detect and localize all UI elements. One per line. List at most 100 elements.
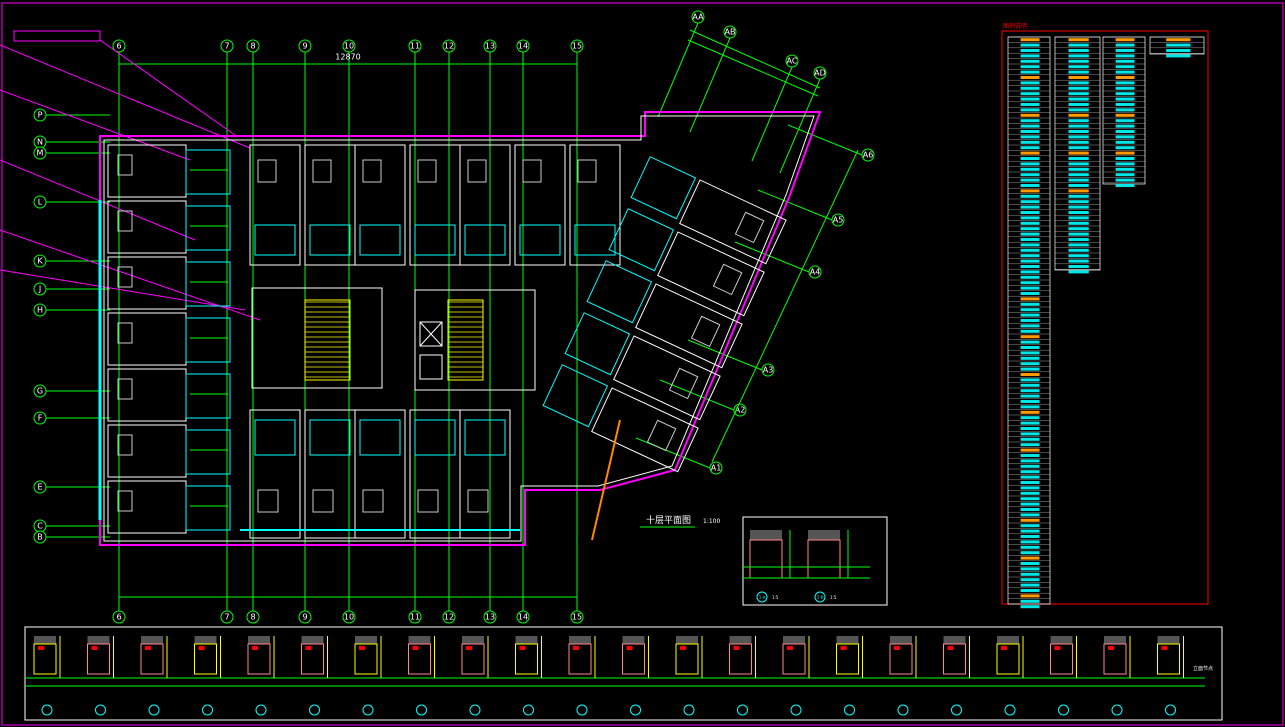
legend-entry [1068,140,1089,144]
section-detail[interactable] [194,636,221,716]
section-detail[interactable] [996,636,1024,716]
legend-entry [1068,248,1089,252]
grid-bubble-top-label: 11 [410,42,420,51]
legend-entry [1020,238,1040,241]
wing-room[interactable] [564,312,721,421]
legend-entry [1068,200,1089,204]
section-detail[interactable] [1103,636,1131,716]
legend-entry [1115,130,1135,133]
legend-entry [1068,265,1089,268]
legend-entry [1068,103,1089,106]
legend-entry [1115,59,1135,63]
section-detail[interactable] [515,636,542,716]
grid-bubble-bottom-label: 6 [116,613,121,622]
room[interactable] [409,409,461,539]
section-marker [1004,704,1016,716]
legend-entry [1020,205,1040,209]
section-detail[interactable] [140,636,168,716]
legend-entry [1115,173,1135,177]
section-detail[interactable] [568,636,596,716]
grid-bubble-diagonal [808,265,822,279]
legend-entry [1068,124,1089,128]
legend-entry [1068,108,1089,112]
room[interactable] [459,144,511,266]
room[interactable] [107,480,187,534]
room[interactable] [249,144,301,266]
section-detail[interactable] [943,636,970,716]
section-marker [630,704,641,716]
section-detail[interactable] [461,636,489,716]
legend-entry [1115,140,1135,144]
legend-entry [1115,146,1135,150]
section-marker [951,704,962,716]
floor-plan[interactable] [98,111,822,546]
room[interactable] [107,368,187,422]
room[interactable] [107,144,187,198]
section-detail[interactable] [87,636,114,716]
room[interactable] [249,409,301,539]
section-detail[interactable] [889,636,917,716]
legend-entry [1020,351,1040,355]
room[interactable] [304,409,356,539]
room[interactable] [107,424,187,478]
legend-entry [1020,97,1040,101]
section-detail[interactable] [675,636,703,716]
section-detail[interactable] [729,636,756,716]
section-detail[interactable] [301,636,328,716]
wing-room[interactable] [608,208,765,317]
room[interactable] [514,144,566,266]
legend-entry [1020,157,1040,160]
room[interactable] [107,256,187,310]
legend-entry [1020,319,1040,322]
grid-line-diagonal [687,339,763,371]
legend-entry [1020,491,1040,495]
section-detail[interactable] [33,636,61,716]
room[interactable] [459,409,511,539]
legend-entry [1020,464,1040,468]
legend-entry [1020,540,1040,544]
legend-entry [1115,86,1135,90]
room[interactable] [569,144,621,266]
legend-entry [1068,173,1089,177]
room[interactable] [107,312,187,366]
section-detail[interactable] [408,636,435,716]
grid-bubble-top [112,39,126,53]
section-detail[interactable] [1050,636,1077,716]
legend-entry [1020,146,1040,150]
legend-entry [1020,54,1040,58]
wing-room[interactable] [586,260,743,369]
legend-entry [1115,124,1135,128]
grid-bubble-row [33,108,47,122]
legend-table[interactable]: 图例说明 [1001,22,1209,609]
legend-entry [1020,38,1040,42]
legend-entry [1115,97,1135,101]
room[interactable] [354,144,406,266]
section-strip[interactable]: 立面节点 [24,626,1223,721]
legend-entry [1020,124,1040,128]
grid-bubble-diagonal-label: AD [814,69,826,78]
wing-room[interactable] [542,364,699,473]
wing-room[interactable] [630,156,787,265]
legend-entry [1068,205,1089,209]
legend-entry [1020,281,1040,285]
section-marker [683,704,695,716]
section-detail[interactable] [354,636,382,716]
section-detail[interactable] [622,636,649,716]
grid-bubble-top-label: 12 [444,42,454,51]
grid-bubble-top-label: 13 [485,42,495,51]
legend-entry [1115,119,1135,123]
legend-entry [1115,113,1135,117]
section-detail[interactable] [247,636,275,716]
legend-entry [1115,108,1135,112]
section-detail[interactable] [782,636,810,716]
room[interactable] [354,409,406,539]
section-detail[interactable] [836,636,863,716]
grid-bubble-row-label: H [37,306,43,315]
legend-entry [1068,130,1089,133]
grid-bubble-diagonal-label: A4 [810,268,821,277]
section-detail[interactable] [1157,636,1184,716]
